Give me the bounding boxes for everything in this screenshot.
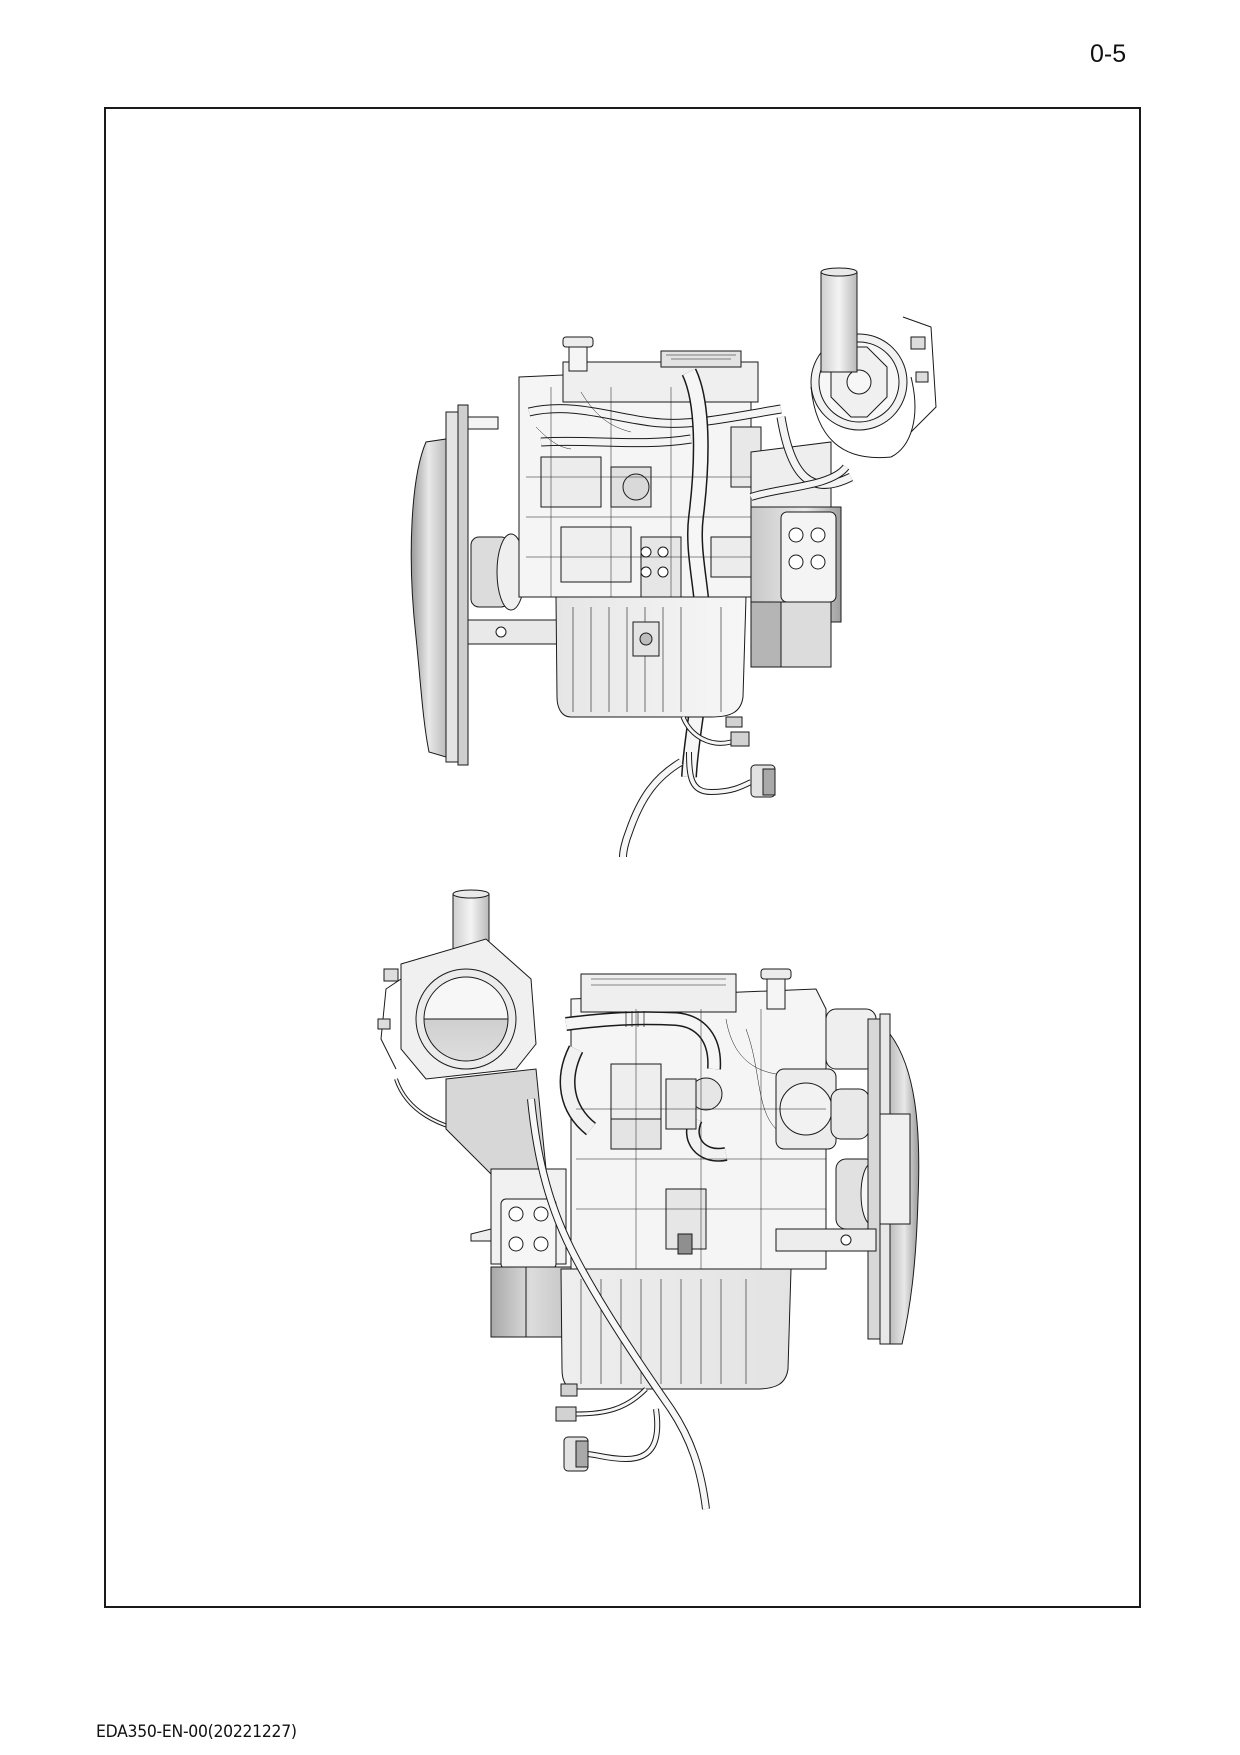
footer-document-code: EDA350-EN-00(20221227) <box>96 1722 297 1742</box>
engine-drawing-icon <box>377 889 920 1510</box>
page-number: 0-5 <box>1090 40 1127 68</box>
figure-frame <box>104 107 1141 1608</box>
engine-figure-bottom <box>306 869 946 1569</box>
engine-drawing-icon <box>410 267 937 858</box>
engine-figure-top <box>311 177 951 867</box>
